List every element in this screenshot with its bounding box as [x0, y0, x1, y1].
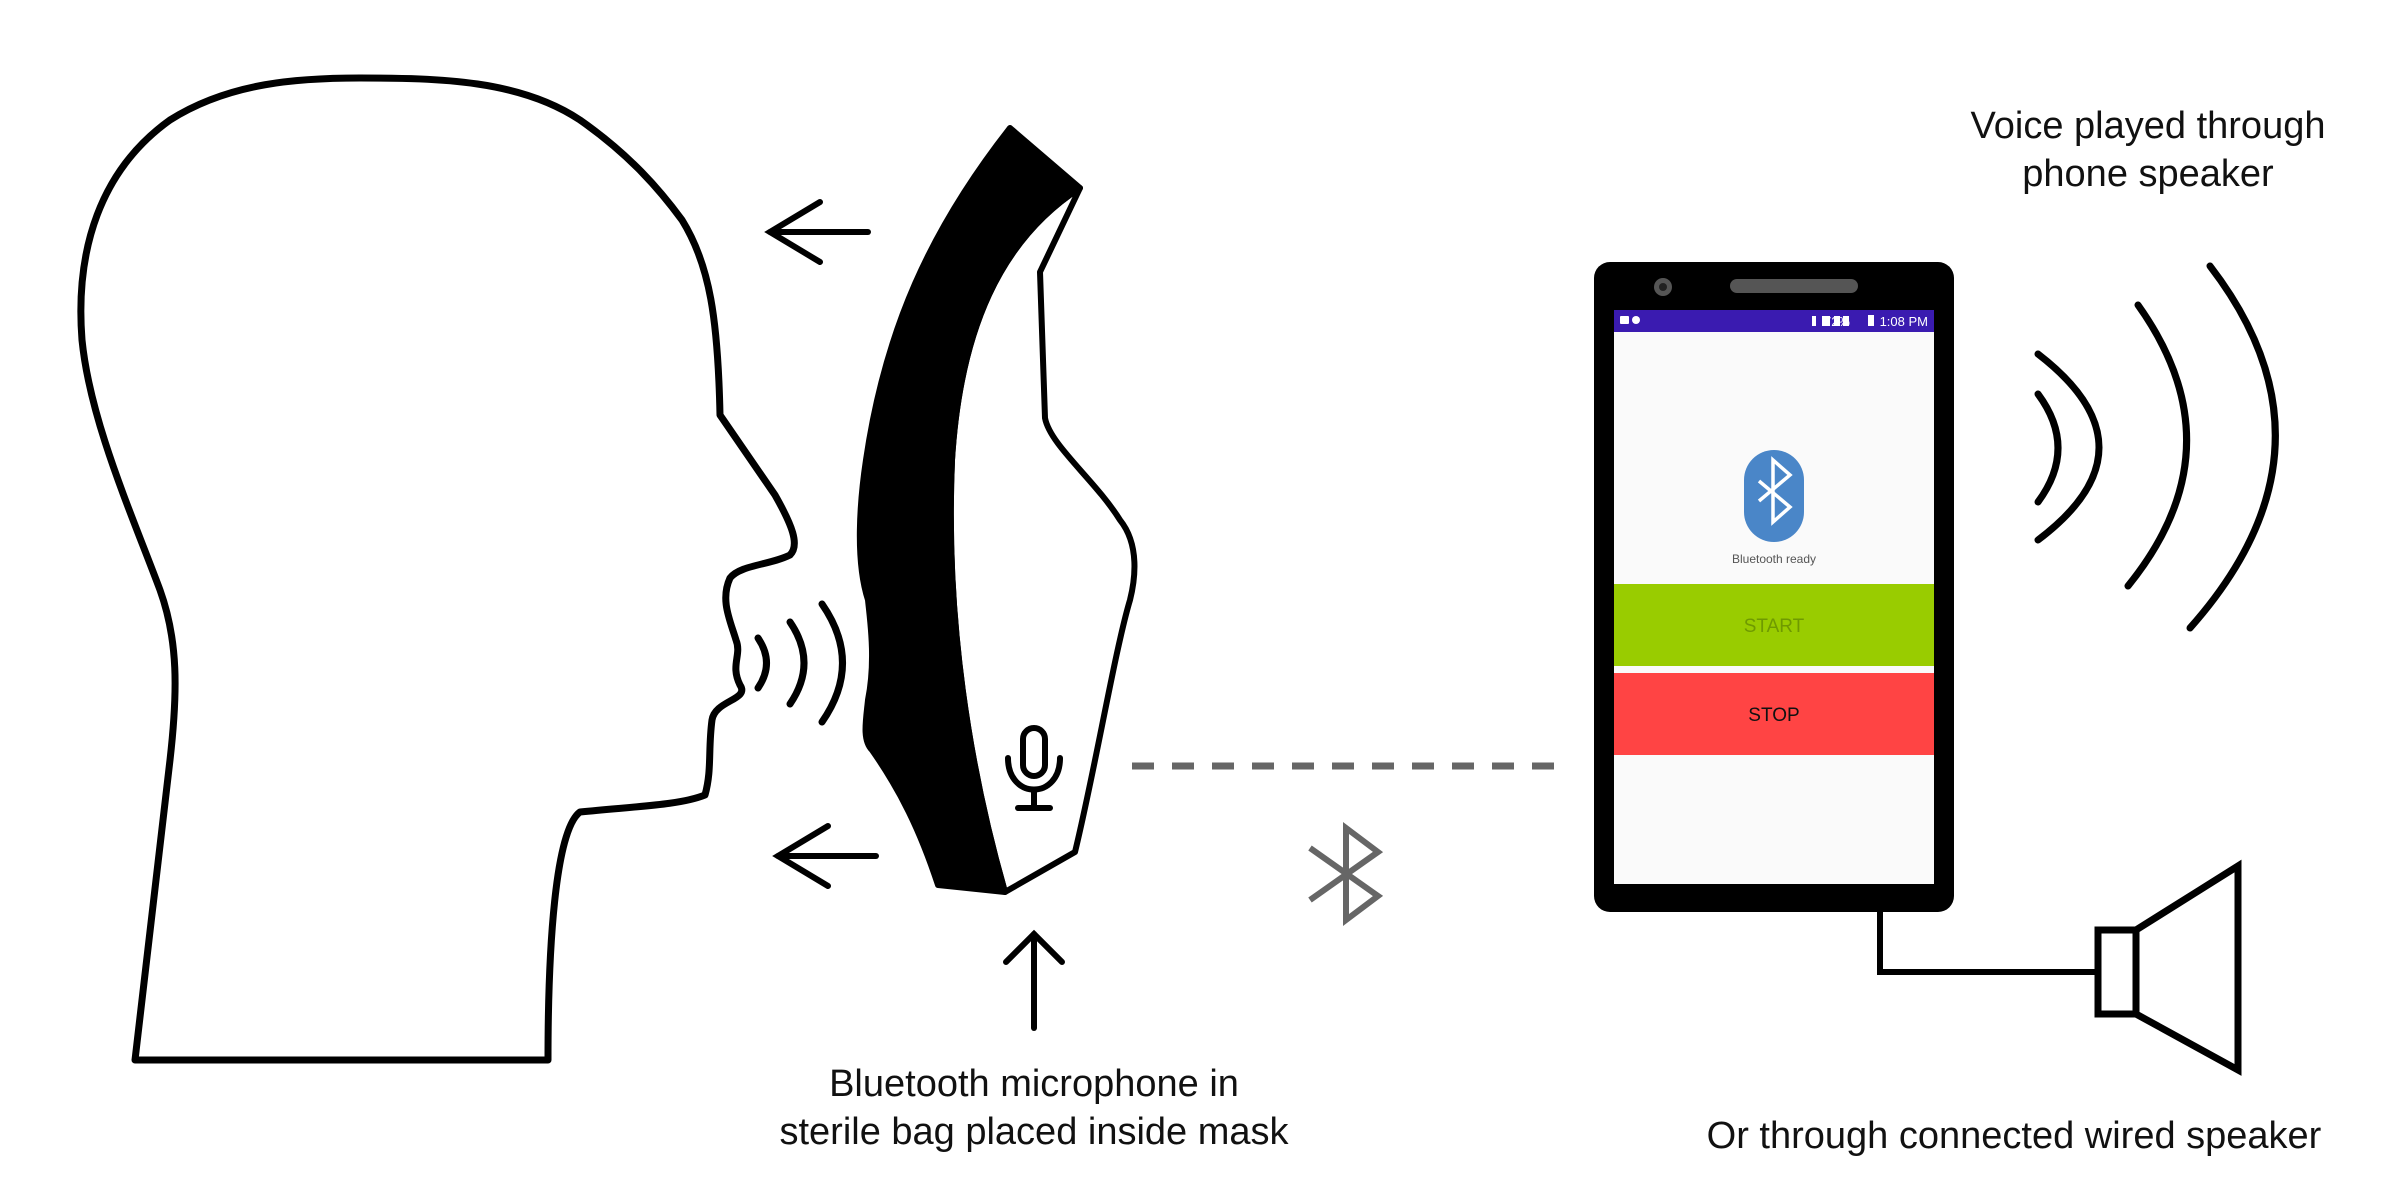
wired-speaker-caption: Or through connected wired speaker [1707, 1115, 2322, 1157]
microphone-caption-line2: sterile bag placed inside mask [779, 1111, 1289, 1153]
smartphone: 72% 1:08 PM Bluetooth ready START STOP [1594, 262, 1954, 912]
bluetooth-status-text: Bluetooth ready [1732, 552, 1816, 566]
status-notification-icons [1620, 316, 1640, 324]
status-time-text: 1:08 PM [1880, 314, 1928, 329]
microphone-pointer-arrow-icon [1003, 929, 1065, 1031]
status-battery-text: 72% [1824, 314, 1850, 329]
wired-speaker-icon [2094, 859, 2242, 1076]
microphone-caption-line1: Bluetooth microphone in [829, 1063, 1239, 1105]
mask-inner-outline [947, 185, 1138, 895]
speech-waves-icon [754, 600, 846, 726]
mask-band [856, 125, 1083, 895]
speaker-cable [1877, 912, 2098, 975]
stop-button-label: STOP [1748, 705, 1799, 726]
microphone-icon [1005, 725, 1063, 811]
earpiece-speaker [1730, 279, 1858, 293]
airflow-arrow-upper-icon [764, 199, 871, 265]
airflow-arrow-lower-icon [772, 823, 879, 889]
phone-sound-waves-icon [2034, 262, 2279, 632]
phone-speaker-caption-line2: phone speaker [2022, 153, 2274, 195]
status-system-icons [1812, 315, 1874, 326]
face-mask [856, 125, 1138, 895]
bluetooth-symbol-icon [1308, 822, 1384, 926]
bluetooth-badge-icon [1757, 456, 1793, 526]
phone-speaker-caption-line1: Voice played through [1971, 105, 2326, 147]
head-profile-outline [77, 74, 798, 1064]
start-button[interactable]: START [1614, 584, 1934, 666]
stop-button[interactable]: STOP [1614, 673, 1934, 755]
start-button-label: START [1744, 616, 1805, 637]
status-bar [1614, 310, 1934, 332]
